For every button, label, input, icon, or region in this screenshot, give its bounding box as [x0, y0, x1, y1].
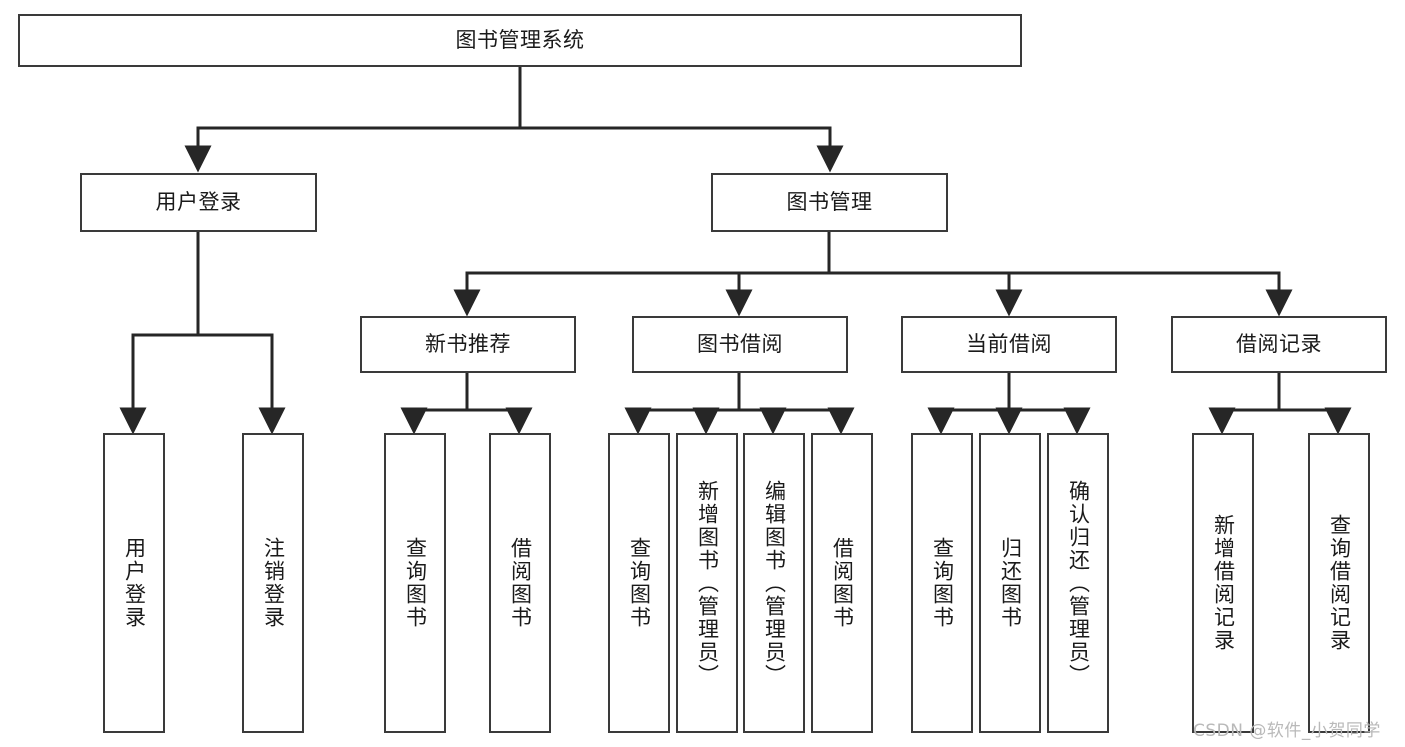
node-leaf-borrow-book-1-label: 借阅图书 — [508, 537, 533, 629]
node-leaf-borrow-book-2[interactable]: 借阅图书 — [811, 433, 873, 733]
node-user-login[interactable]: 用户登录 — [80, 173, 317, 232]
node-new-book-recommend-label: 新书推荐 — [425, 331, 511, 356]
node-leaf-query-book-3-label: 查询图书 — [930, 537, 955, 629]
node-book-borrow-label: 图书借阅 — [697, 331, 783, 356]
node-leaf-query-book-2-label: 查询图书 — [627, 537, 652, 629]
node-leaf-edit-book-label: 编辑图书（管理员） — [762, 479, 787, 687]
node-leaf-logout-label: 注销登录 — [261, 537, 286, 629]
node-leaf-query-record[interactable]: 查询借阅记录 — [1308, 433, 1370, 733]
node-user-login-label: 用户登录 — [155, 189, 242, 214]
node-leaf-query-book-2[interactable]: 查询图书 — [608, 433, 670, 733]
node-new-book-recommend[interactable]: 新书推荐 — [360, 316, 576, 373]
node-leaf-logout[interactable]: 注销登录 — [242, 433, 304, 733]
node-leaf-return-book[interactable]: 归还图书 — [979, 433, 1041, 733]
node-root[interactable]: 图书管理系统 — [18, 14, 1022, 67]
node-book-manage[interactable]: 图书管理 — [711, 173, 948, 232]
node-leaf-add-record-label: 新增借阅记录 — [1211, 514, 1236, 652]
node-leaf-query-book-1-label: 查询图书 — [403, 537, 428, 629]
node-leaf-edit-book[interactable]: 编辑图书（管理员） — [743, 433, 805, 733]
node-book-borrow[interactable]: 图书借阅 — [632, 316, 848, 373]
node-borrow-record[interactable]: 借阅记录 — [1171, 316, 1387, 373]
node-root-label: 图书管理系统 — [455, 27, 585, 52]
node-leaf-confirm-return-label: 确认归还（管理员） — [1066, 479, 1091, 687]
node-leaf-borrow-book-1[interactable]: 借阅图书 — [489, 433, 551, 733]
node-borrow-record-label: 借阅记录 — [1236, 331, 1322, 356]
node-leaf-return-book-label: 归还图书 — [998, 537, 1023, 629]
node-leaf-query-record-label: 查询借阅记录 — [1327, 514, 1352, 652]
node-current-borrow[interactable]: 当前借阅 — [901, 316, 1117, 373]
node-leaf-add-record[interactable]: 新增借阅记录 — [1192, 433, 1254, 733]
node-leaf-query-book-1[interactable]: 查询图书 — [384, 433, 446, 733]
node-leaf-add-book-label: 新增图书（管理员） — [695, 479, 720, 687]
node-leaf-user-login-label: 用户登录 — [122, 537, 147, 629]
node-book-manage-label: 图书管理 — [786, 189, 873, 214]
node-leaf-borrow-book-2-label: 借阅图书 — [830, 537, 855, 629]
node-current-borrow-label: 当前借阅 — [966, 331, 1052, 356]
node-leaf-add-book[interactable]: 新增图书（管理员） — [676, 433, 738, 733]
node-leaf-query-book-3[interactable]: 查询图书 — [911, 433, 973, 733]
node-leaf-confirm-return[interactable]: 确认归还（管理员） — [1047, 433, 1109, 733]
node-leaf-user-login[interactable]: 用户登录 — [103, 433, 165, 733]
